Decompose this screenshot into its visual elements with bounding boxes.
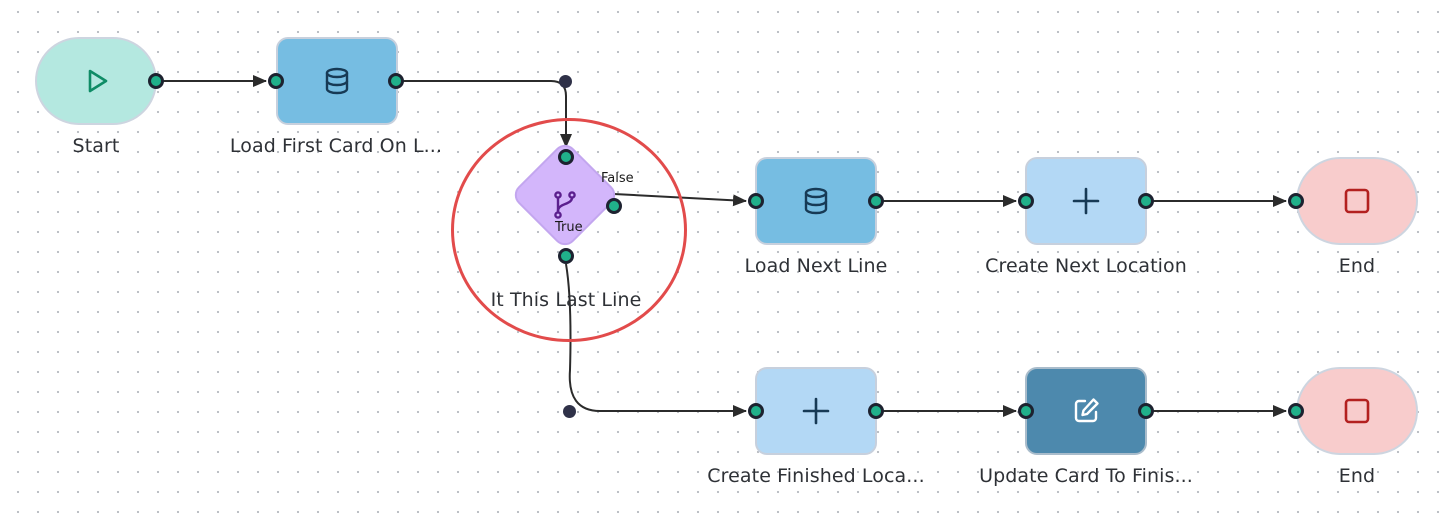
end-node-top[interactable] — [1296, 157, 1418, 245]
update-card-output-handle[interactable] — [1138, 403, 1154, 419]
git-branch-icon — [554, 191, 576, 219]
plus-icon — [1072, 187, 1100, 215]
load-first-input-handle[interactable] — [268, 73, 284, 89]
edit-icon — [1074, 398, 1099, 423]
create-finished-output-handle[interactable] — [868, 403, 884, 419]
start-node[interactable] — [35, 37, 157, 125]
node-label: Start — [72, 135, 120, 157]
update-card-node[interactable] — [1025, 367, 1147, 455]
node-label: Load Next Line — [744, 255, 888, 277]
play-icon — [88, 69, 108, 93]
end-top-input-handle[interactable] — [1288, 193, 1304, 209]
end-node-bottom[interactable] — [1296, 367, 1418, 455]
edge-waypoint-dot[interactable] — [559, 75, 572, 88]
load-next-output-handle[interactable] — [868, 193, 884, 209]
update-card-input-handle[interactable] — [1018, 403, 1034, 419]
node-label: Create Next Location — [985, 255, 1187, 277]
false-branch-label: False — [601, 171, 634, 186]
node-label: Update Card To Finis... — [979, 465, 1193, 487]
edge-condition-false-to-load-next[interactable] — [613, 193, 747, 207]
load-first-output-handle[interactable] — [388, 73, 404, 89]
edge-waypoint-dot[interactable] — [563, 405, 576, 418]
condition-false-handle[interactable] — [606, 198, 622, 214]
create-finished-input-handle[interactable] — [748, 403, 764, 419]
true-branch-label: True — [555, 220, 583, 235]
start-output-handle[interactable] — [148, 73, 164, 89]
end-bottom-input-handle[interactable] — [1288, 403, 1304, 419]
load-next-input-handle[interactable] — [748, 193, 764, 209]
create-finished-location-node[interactable] — [755, 367, 877, 455]
node-label: End — [1338, 465, 1376, 487]
database-icon — [804, 187, 828, 215]
database-icon — [325, 67, 349, 95]
load-next-line-node[interactable] — [755, 157, 877, 245]
create-next-input-handle[interactable] — [1018, 193, 1034, 209]
condition-input-handle[interactable] — [558, 149, 574, 165]
node-label: Create Finished Loca... — [707, 465, 925, 487]
node-label: End — [1338, 255, 1376, 277]
create-next-location-node[interactable] — [1025, 157, 1147, 245]
stop-icon — [1344, 398, 1370, 424]
node-label: Load First Card On L... — [229, 135, 443, 157]
condition-true-handle[interactable] — [558, 248, 574, 264]
load-first-card-node[interactable] — [276, 37, 398, 125]
plus-icon — [802, 397, 830, 425]
create-next-output-handle[interactable] — [1138, 193, 1154, 209]
stop-icon — [1344, 188, 1370, 214]
node-label: It This Last Line — [490, 289, 642, 311]
edge-condition-true-to-create-finished[interactable] — [565, 263, 747, 417]
